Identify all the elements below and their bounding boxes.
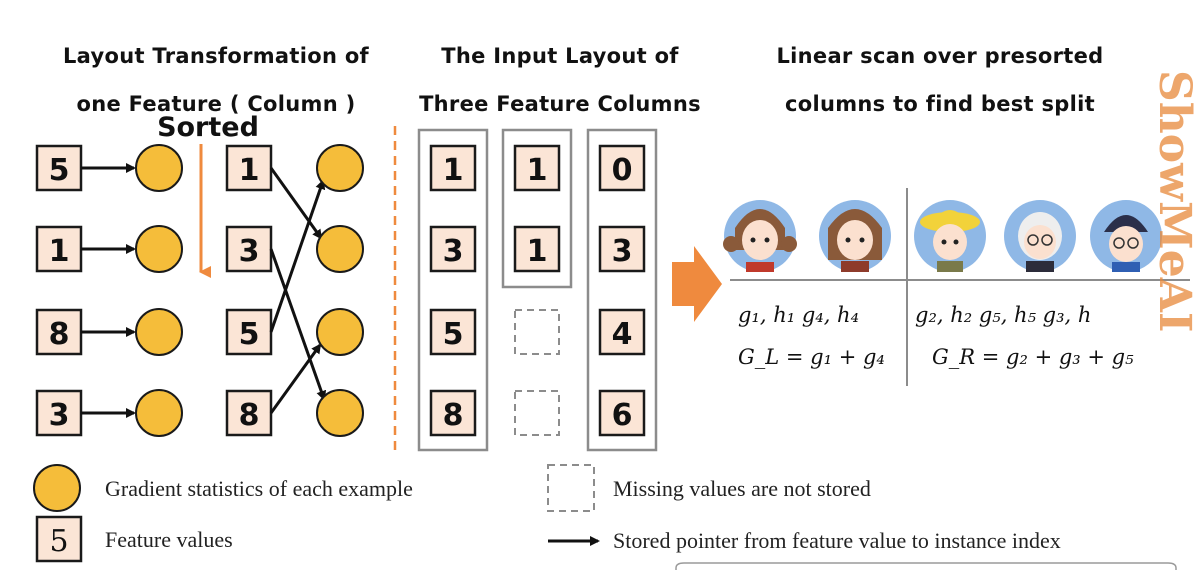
- gradient-circle: [316, 389, 364, 437]
- pointer-arrow: [269, 167, 323, 240]
- missing-value-box: [514, 390, 560, 436]
- feature-value-box: [35, 144, 83, 192]
- feature-value-box: [429, 389, 477, 437]
- feature-value: 8: [49, 317, 70, 352]
- legend-arrow-text: Stored pointer from feature value to ins…: [613, 528, 1061, 553]
- feature-value-box: [598, 144, 646, 192]
- watermark-logo: ShowMeAI: [1149, 70, 1198, 332]
- avatar-girl-pigtails-icon: [723, 200, 797, 272]
- feature-column-3: 0 3 4 6: [586, 128, 658, 452]
- column-frame: [417, 128, 489, 452]
- legend-value-box: [35, 515, 83, 563]
- gradient-circle: [135, 389, 183, 437]
- avatar-row: [723, 200, 1162, 272]
- feature-value: 3: [612, 234, 633, 269]
- legend: Gradient statistics of each example 5 Fe…: [33, 464, 1061, 563]
- input-heading-line2: Three Feature Columns: [419, 92, 701, 116]
- gradient-circle: [316, 308, 364, 356]
- feature-value: 1: [527, 153, 548, 188]
- pointer-arrow: [269, 343, 322, 414]
- legend-missing-text: Missing values are not stored: [613, 476, 871, 501]
- unsorted-item: 8: [35, 308, 183, 356]
- scan-heading-line1: Linear scan over presorted: [776, 44, 1103, 68]
- right-block-arrow-icon: [672, 246, 722, 322]
- layout-heading-line1: Layout Transformation of: [63, 44, 370, 68]
- feature-value: 8: [443, 398, 464, 433]
- avatar-grandpa-icon: [1004, 200, 1076, 272]
- input-heading-line1: The Input Layout of: [441, 44, 679, 68]
- feature-value-box: [513, 144, 561, 192]
- feature-value: 1: [443, 153, 464, 188]
- feature-value-box: [513, 225, 561, 273]
- feature-value: 6: [612, 398, 633, 433]
- feature-value: 3: [443, 234, 464, 269]
- gradient-circle: [135, 225, 183, 273]
- feature-value-box: [429, 144, 477, 192]
- feature-value: 5: [443, 317, 464, 352]
- feature-value-box: [598, 308, 646, 356]
- feature-value: 5: [239, 317, 260, 352]
- right-gradient-labels: g₂, h₂ g₅, h₅ g₃, h: [915, 303, 1091, 327]
- pointer-arrow: [269, 179, 326, 333]
- feature-value: 1: [527, 234, 548, 269]
- feature-value: 0: [612, 153, 633, 188]
- pointer-arrow: [269, 248, 327, 401]
- feature-column-2: 1 1: [501, 128, 573, 436]
- left-gradient-labels: g₁, h₁ g₄, h₄: [738, 303, 859, 327]
- feature-value-box: [35, 389, 83, 437]
- gradient-circle: [135, 144, 183, 192]
- unsorted-column: 5 1 8 3: [35, 144, 183, 437]
- feature-value: 4: [612, 317, 633, 352]
- bottom-frame-edge: [675, 562, 1177, 570]
- feature-value: 3: [49, 398, 70, 433]
- feature-value-box: [429, 308, 477, 356]
- feature-value: 1: [49, 234, 70, 269]
- feature-value: 3: [239, 234, 260, 269]
- missing-value-box: [514, 309, 560, 355]
- unsorted-item: 1: [35, 225, 183, 273]
- feature-value-box: [598, 225, 646, 273]
- feature-value-box: [225, 389, 273, 437]
- feature-value: 1: [239, 153, 260, 188]
- gr-formula: G_R = g₂ + g₃ + g₅: [932, 345, 1134, 369]
- feature-value-box: [225, 308, 273, 356]
- gradient-circle: [316, 144, 364, 192]
- gradient-circle: [316, 225, 364, 273]
- column-frame: [501, 128, 573, 289]
- feature-column-1: 1 3 5 8: [417, 128, 489, 452]
- legend-box-text: Feature values: [105, 527, 233, 552]
- feature-value: 5: [49, 153, 70, 188]
- gradient-circle: [135, 308, 183, 356]
- avatar-child-yellow-hat-icon: [914, 200, 986, 272]
- legend-missing-box: [547, 464, 595, 512]
- feature-value: 8: [239, 398, 260, 433]
- sorted-column: 1 3 5 8: [225, 144, 364, 437]
- legend-circle-text: Gradient statistics of each example: [105, 476, 413, 501]
- unsorted-item: 5: [35, 144, 183, 192]
- legend-circle-icon: [33, 464, 81, 512]
- unsorted-item: 3: [35, 389, 183, 437]
- layout-heading-line2: one Feature ( Column ): [77, 92, 356, 116]
- sorted-label: Sorted: [157, 112, 259, 143]
- avatar-girl-long-hair-icon: [819, 200, 891, 272]
- gl-formula: G_L = g₁ + g₄: [738, 345, 885, 369]
- feature-value-box: [225, 225, 273, 273]
- scan-heading-line2: columns to find best split: [785, 92, 1095, 116]
- column-frame: [586, 128, 658, 452]
- feature-value-box: [598, 389, 646, 437]
- feature-value-box: [429, 225, 477, 273]
- legend-box-value: 5: [49, 524, 68, 559]
- avatar-boy-glasses-icon: [1090, 200, 1162, 272]
